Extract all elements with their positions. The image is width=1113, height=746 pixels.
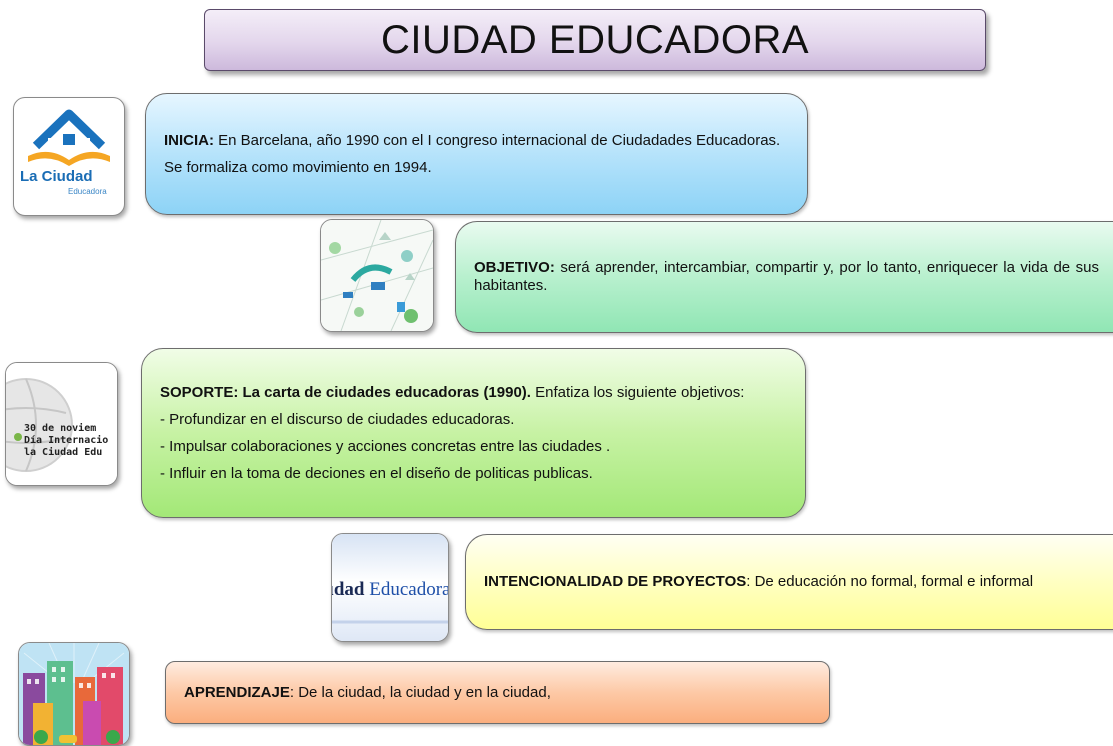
inicia-note: Se formaliza como movimiento en 1994. <box>164 158 432 176</box>
objetivo-label: OBJETIVO: <box>474 259 555 276</box>
objetivo-text: será aprender, intercambiar, compartir y… <box>474 259 1099 294</box>
inicia-card: INICIA: En Barcelana, año 1990 con el I … <box>145 93 808 215</box>
objetivo-paragraph: OBJETIVO: será aprender, intercambiar, c… <box>474 259 1107 295</box>
objetivo-card: OBJETIVO: será aprender, intercambiar, c… <box>455 221 1113 333</box>
globe-icon <box>6 363 117 485</box>
soporte-card: SOPORTE: La carta de ciudades educadoras… <box>141 348 806 518</box>
list-item: - Profundizar en el discurso de ciudades… <box>160 410 515 428</box>
intencionalidad-paragraph: INTENCIONALIDAD DE PROYECTOS: De educaci… <box>484 573 1107 591</box>
inicia-label: INICIA: <box>164 131 214 149</box>
house-book-icon <box>28 109 110 166</box>
list-item: - Influir en la toma de deciones en el d… <box>160 464 593 482</box>
aprendizaje-label: APRENDIZAJE <box>184 683 290 701</box>
soporte-label: SOPORTE: La carta de ciudades educadoras… <box>160 383 531 401</box>
announcement-text: 30 de noviem Día Internacio la Ciudad Ed… <box>24 423 109 458</box>
aprendizaje-card: APRENDIZAJE: De la ciudad, la ciudad y e… <box>165 661 830 724</box>
ciudad-educadora-brand-image: iudad Educadora <box>331 533 449 642</box>
brand-text: iudad Educadora <box>332 579 449 600</box>
intencionalidad-label: INTENCIONALIDAD DE PROYECTOS <box>484 573 747 590</box>
logo-main-text: La Ciudad <box>20 168 93 185</box>
aprendizaje-text: : De la ciudad, la ciudad y en la ciudad… <box>289 683 551 701</box>
city-sketch-image <box>320 219 434 332</box>
inicia-paragraph: INICIA: En Barcelana, año 1990 con el I … <box>164 132 789 150</box>
day-announcement-image: 30 de noviem Día Internacio la Ciudad Ed… <box>5 362 118 486</box>
inicia-text: En Barcelana, año 1990 con el I congreso… <box>214 131 781 149</box>
la-ciudad-logo-image: La Ciudad Educadora <box>13 97 125 216</box>
city-buildings-illustration <box>19 643 129 745</box>
city-sketch-illustration <box>321 220 433 331</box>
brand-background <box>332 534 448 641</box>
colorful-buildings-image <box>18 642 130 746</box>
intencionalidad-card: INTENCIONALIDAD DE PROYECTOS: De educaci… <box>465 534 1113 630</box>
aprendizaje-paragraph: APRENDIZAJE: De la ciudad, la ciudad y e… <box>184 684 811 702</box>
intencionalidad-text: : De educación no formal, formal e infor… <box>746 573 1034 590</box>
list-item: - Impulsar colaboraciones y acciones con… <box>160 437 611 455</box>
page-title: CIUDAD EDUCADORA <box>204 9 986 71</box>
soporte-text: Enfatiza los siguiente objetivos: <box>530 383 745 401</box>
logo-sub-text: Educadora <box>68 187 107 196</box>
soporte-paragraph: SOPORTE: La carta de ciudades educadoras… <box>160 384 787 402</box>
